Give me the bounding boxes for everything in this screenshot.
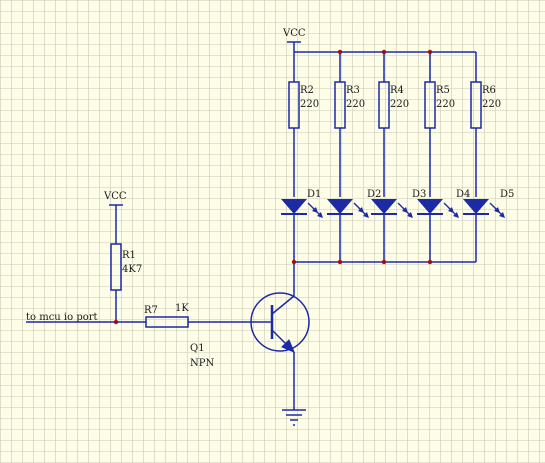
resistor-icon bbox=[334, 81, 346, 129]
r2-ref: R2 bbox=[300, 85, 314, 96]
resistor-icon bbox=[470, 81, 482, 129]
led-label-d5: D5 bbox=[500, 189, 514, 200]
led-icon bbox=[281, 199, 323, 218]
resistor-r3: R3 220 bbox=[334, 81, 365, 129]
led-label-d3: D3 bbox=[412, 189, 426, 200]
r4-value: 220 bbox=[390, 99, 409, 110]
resistor-icon bbox=[378, 81, 390, 129]
resistor-r6: R6 220 bbox=[470, 81, 501, 129]
resistor-r4: R4 220 bbox=[378, 81, 409, 129]
vcc-left-label: VCC bbox=[103, 191, 127, 202]
ground-icon bbox=[282, 409, 306, 426]
r6-ref: R6 bbox=[482, 85, 496, 96]
junction-dot bbox=[381, 49, 387, 55]
wires bbox=[26, 42, 477, 410]
resistor-r1: R1 4K7 bbox=[110, 243, 142, 291]
junction-dot bbox=[291, 259, 297, 265]
r2-value: 220 bbox=[300, 99, 319, 110]
led-icon bbox=[327, 199, 369, 218]
led-label-d2: D2 bbox=[367, 189, 381, 200]
junction-dot bbox=[113, 319, 119, 325]
r1-ref: R1 bbox=[122, 250, 136, 261]
resistor-r7: R7 1K bbox=[144, 303, 189, 328]
led-icon bbox=[463, 199, 505, 218]
npn-transistor-icon bbox=[250, 292, 310, 353]
junction-dot bbox=[427, 49, 433, 55]
q1-ref: Q1 bbox=[190, 343, 205, 354]
resistor-icon bbox=[424, 81, 436, 129]
junctions bbox=[113, 49, 433, 325]
junction-dot bbox=[427, 259, 433, 265]
led-icon bbox=[417, 199, 459, 218]
resistor-icon bbox=[110, 243, 122, 291]
vcc-left: VCC bbox=[103, 191, 127, 206]
resistor-r2: R2 220 bbox=[288, 81, 319, 129]
junction-dot bbox=[337, 49, 343, 55]
vcc-top-label: VCC bbox=[282, 28, 306, 39]
led-group bbox=[281, 199, 505, 218]
junction-dot bbox=[337, 259, 343, 265]
led-label-d4: D4 bbox=[456, 189, 470, 200]
q1-type: NPN bbox=[190, 358, 214, 369]
led-label-d1: D1 bbox=[307, 189, 321, 200]
resistor-icon bbox=[145, 316, 189, 328]
junction-dot bbox=[381, 259, 387, 265]
input-port-label: to mcu io port bbox=[26, 312, 98, 323]
r1-value: 4K7 bbox=[122, 264, 142, 275]
r7-ref: R7 bbox=[144, 305, 158, 316]
r7-value: 1K bbox=[175, 303, 189, 314]
r6-value: 220 bbox=[482, 99, 501, 110]
r5-ref: R5 bbox=[436, 85, 450, 96]
r3-ref: R3 bbox=[346, 85, 360, 96]
led-icon bbox=[371, 199, 413, 218]
vcc-top: VCC bbox=[282, 28, 306, 43]
transistor-q1: Q1 NPN bbox=[190, 292, 310, 369]
r5-value: 220 bbox=[436, 99, 455, 110]
r3-value: 220 bbox=[346, 99, 365, 110]
resistor-r5: R5 220 bbox=[424, 81, 455, 129]
r4-ref: R4 bbox=[390, 85, 404, 96]
resistor-icon bbox=[288, 81, 300, 129]
